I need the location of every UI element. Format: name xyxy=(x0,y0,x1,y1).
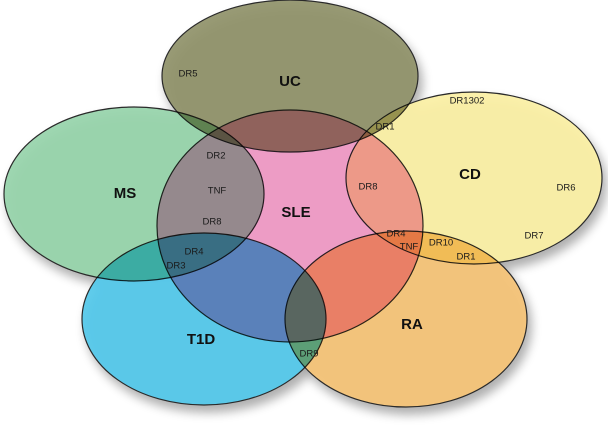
t1d-dr9-label: DR9 xyxy=(299,349,318,360)
sle-label: SLE xyxy=(281,204,310,221)
ms-tnf-label: TNF xyxy=(208,186,227,197)
ms-dr2-label: DR2 xyxy=(206,151,225,162)
ms-dr3-label: DR3 xyxy=(166,261,185,272)
ms-label: MS xyxy=(114,185,137,202)
ra-dr1-label: DR1 xyxy=(456,252,475,263)
ms-dr8-label: DR8 xyxy=(202,217,221,228)
ra-tnf-label: TNF xyxy=(400,242,419,253)
uc-cd-dr1-label: DR1 xyxy=(375,122,394,133)
t1d-label: T1D xyxy=(187,331,216,348)
ra-dr4-label: DR4 xyxy=(386,229,405,240)
cd-dr1302-label: DR1302 xyxy=(450,96,485,107)
ms-dr4-label: DR4 xyxy=(184,247,203,258)
sle-cd-dr8-label: DR8 xyxy=(358,182,377,193)
cd-dr6-label: DR6 xyxy=(556,183,575,194)
ra-label: RA xyxy=(401,316,423,333)
sle-ellipse xyxy=(156,109,424,343)
cd-dr7-label: DR7 xyxy=(524,231,543,242)
ra-dr10-label: DR10 xyxy=(429,238,453,249)
uc-label: UC xyxy=(279,73,301,90)
uc-dr5-label: DR5 xyxy=(178,69,197,80)
cd-label: CD xyxy=(459,166,481,183)
